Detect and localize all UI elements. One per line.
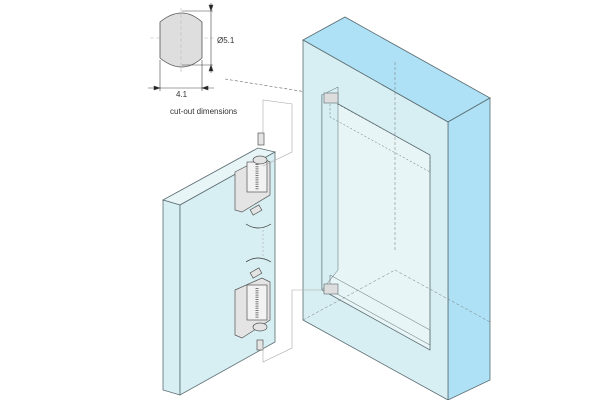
leader-line	[224, 78, 326, 96]
bottom-hinge	[234, 257, 272, 351]
bottom-mounting-plate	[323, 283, 339, 295]
dimension-lines	[148, 3, 214, 91]
width-label: 4.1	[176, 90, 188, 99]
top-mounting-plate	[323, 92, 339, 104]
cabinet	[302, 16, 491, 400]
alignment-lines	[262, 99, 325, 363]
caption: cut-out dimensions	[170, 107, 238, 116]
diameter-label: Ø5.1	[217, 36, 235, 45]
cutout-shape	[150, 8, 215, 72]
top-hinge	[234, 132, 272, 229]
